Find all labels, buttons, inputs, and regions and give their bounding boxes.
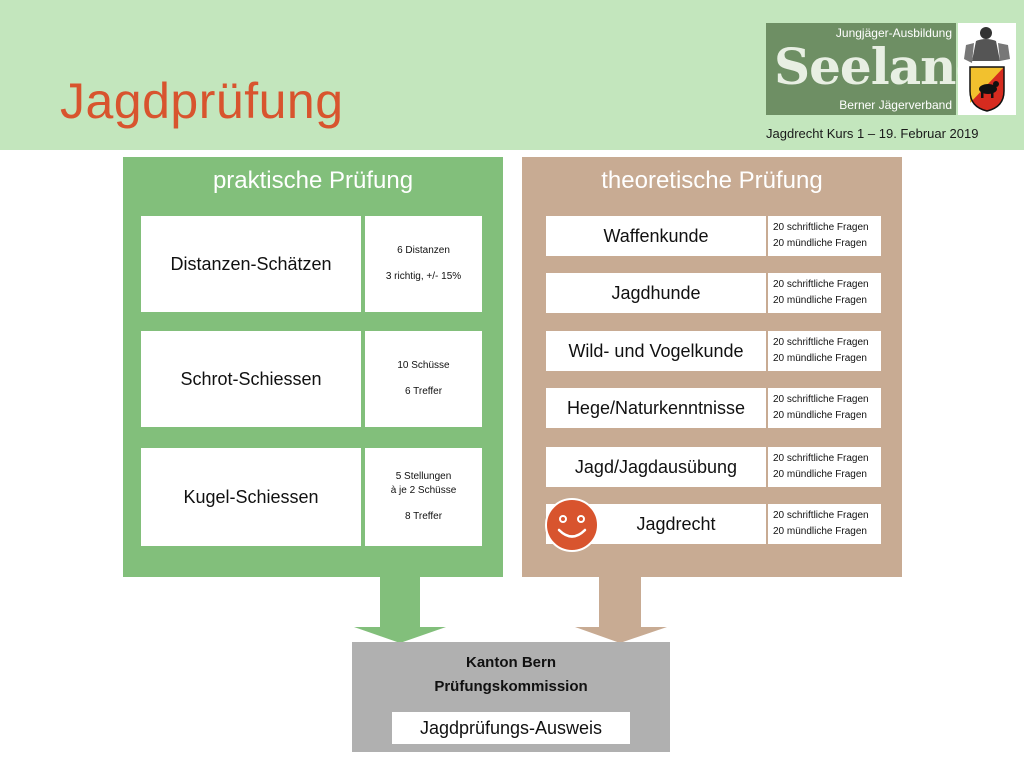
written-questions: 20 schriftliche Fragen	[773, 337, 869, 348]
theory-item-dogs-details: 20 schriftliche Fragen 20 mündliche Frag…	[768, 273, 881, 313]
written-questions: 20 schriftliche Fragen	[773, 279, 869, 290]
practical-item-distance: Distanzen-Schätzen	[141, 216, 361, 312]
crest-icon	[958, 23, 1016, 115]
exam-commission-box: Kanton Bern Prüfungskommission Jagdprüfu…	[352, 642, 670, 752]
detail-line: 3 richtig, +/- 15%	[385, 271, 462, 282]
theory-arrow	[575, 577, 667, 643]
theory-item-nature-details: 20 schriftliche Fragen 20 mündliche Frag…	[768, 388, 881, 428]
logo-bottom-text: Berner Jägerverband	[839, 98, 952, 112]
logo-big-text: Seeland	[774, 37, 990, 96]
detail-line: 8 Treffer	[404, 511, 443, 522]
hunting-license-label: Jagdprüfungs-Ausweis	[419, 717, 603, 738]
theory-item-name: Hege/Naturkenntnisse	[566, 397, 746, 418]
oral-questions: 20 mündliche Fragen	[773, 238, 867, 249]
theory-item-name: Jagd/Jagdausübung	[574, 456, 738, 477]
theory-item-hunting-details: 20 schriftliche Fragen 20 mündliche Frag…	[768, 447, 881, 487]
logo-top-text: Jungjäger-Ausbildung	[835, 26, 952, 40]
detail-line: 6 Distanzen	[397, 245, 450, 256]
written-questions: 20 schriftliche Fragen	[773, 222, 869, 233]
practical-panel-title: praktische Prüfung	[212, 167, 414, 194]
theory-item-nature: Hege/Naturkenntnisse	[546, 388, 766, 428]
theory-item-wildlife-details: 20 schriftliche Fragen 20 mündliche Frag…	[768, 331, 881, 371]
theory-panel-title: theoretische Prüfung	[601, 167, 823, 194]
theory-item-law-details: 20 schriftliche Fragen 20 mündliche Frag…	[768, 504, 881, 544]
practical-item-name: Schrot-Schiessen	[180, 368, 322, 389]
page-title: Jagdprüfung	[60, 73, 344, 129]
written-questions: 20 schriftliche Fragen	[773, 453, 869, 464]
theory-item-wildlife: Wild- und Vogelkunde	[546, 331, 766, 371]
practical-item-rifle-details: 5 Stellungen à je 2 Schüsse 8 Treffer	[365, 448, 482, 546]
detail-line: 10 Schüsse	[397, 360, 450, 371]
theory-item-dogs: Jagdhunde	[546, 273, 766, 313]
theory-item-name: Wild- und Vogelkunde	[568, 340, 744, 361]
hunting-license-box: Jagdprüfungs-Ausweis	[392, 712, 630, 744]
detail-line: à je 2 Schüsse	[390, 485, 457, 496]
practical-item-shotgun: Schrot-Schiessen	[141, 331, 361, 427]
seeland-logo: Jungjäger-Ausbildung Seeland Berner Jäge…	[766, 23, 990, 115]
practical-item-rifle: Kugel-Schiessen	[141, 448, 361, 546]
practical-item-name: Distanzen-Schätzen	[170, 253, 332, 274]
oral-questions: 20 mündliche Fragen	[773, 353, 867, 364]
smiley-icon	[545, 498, 599, 552]
detail-line: 5 Stellungen	[395, 471, 452, 482]
theory-item-name: Jagdhunde	[611, 282, 701, 303]
oral-questions: 20 mündliche Fragen	[773, 526, 867, 537]
theory-item-name: Jagdrecht	[636, 513, 716, 534]
theory-item-weapons: Waffenkunde	[546, 216, 766, 256]
written-questions: 20 schriftliche Fragen	[773, 394, 869, 405]
written-questions: 20 schriftliche Fragen	[773, 510, 869, 521]
oral-questions: 20 mündliche Fragen	[773, 410, 867, 421]
practical-arrow	[354, 577, 446, 643]
practical-item-distance-details: 6 Distanzen 3 richtig, +/- 15%	[365, 216, 482, 312]
theory-item-hunting: Jagd/Jagdausübung	[546, 447, 766, 487]
oral-questions: 20 mündliche Fragen	[773, 295, 867, 306]
practical-item-name: Kugel-Schiessen	[183, 486, 319, 507]
theory-item-weapons-details: 20 schriftliche Fragen 20 mündliche Frag…	[768, 216, 881, 256]
theory-item-name: Waffenkunde	[603, 225, 709, 246]
practical-item-shotgun-details: 10 Schüsse 6 Treffer	[365, 331, 482, 427]
theory-exam-panel: theoretische Prüfung Waffenkunde 20 schr…	[522, 157, 902, 577]
detail-line: 6 Treffer	[404, 386, 443, 397]
crest-graphic	[964, 27, 1010, 112]
practical-exam-panel: praktische Prüfung Distanzen-Schätzen 6 …	[123, 157, 503, 577]
oral-questions: 20 mündliche Fragen	[773, 469, 867, 480]
course-subtitle: Jagdrecht Kurs 1 – 19. Februar 2019	[766, 126, 979, 141]
canton-label: Kanton Bern	[466, 654, 556, 671]
commission-label: Prüfungskommission	[434, 678, 588, 695]
